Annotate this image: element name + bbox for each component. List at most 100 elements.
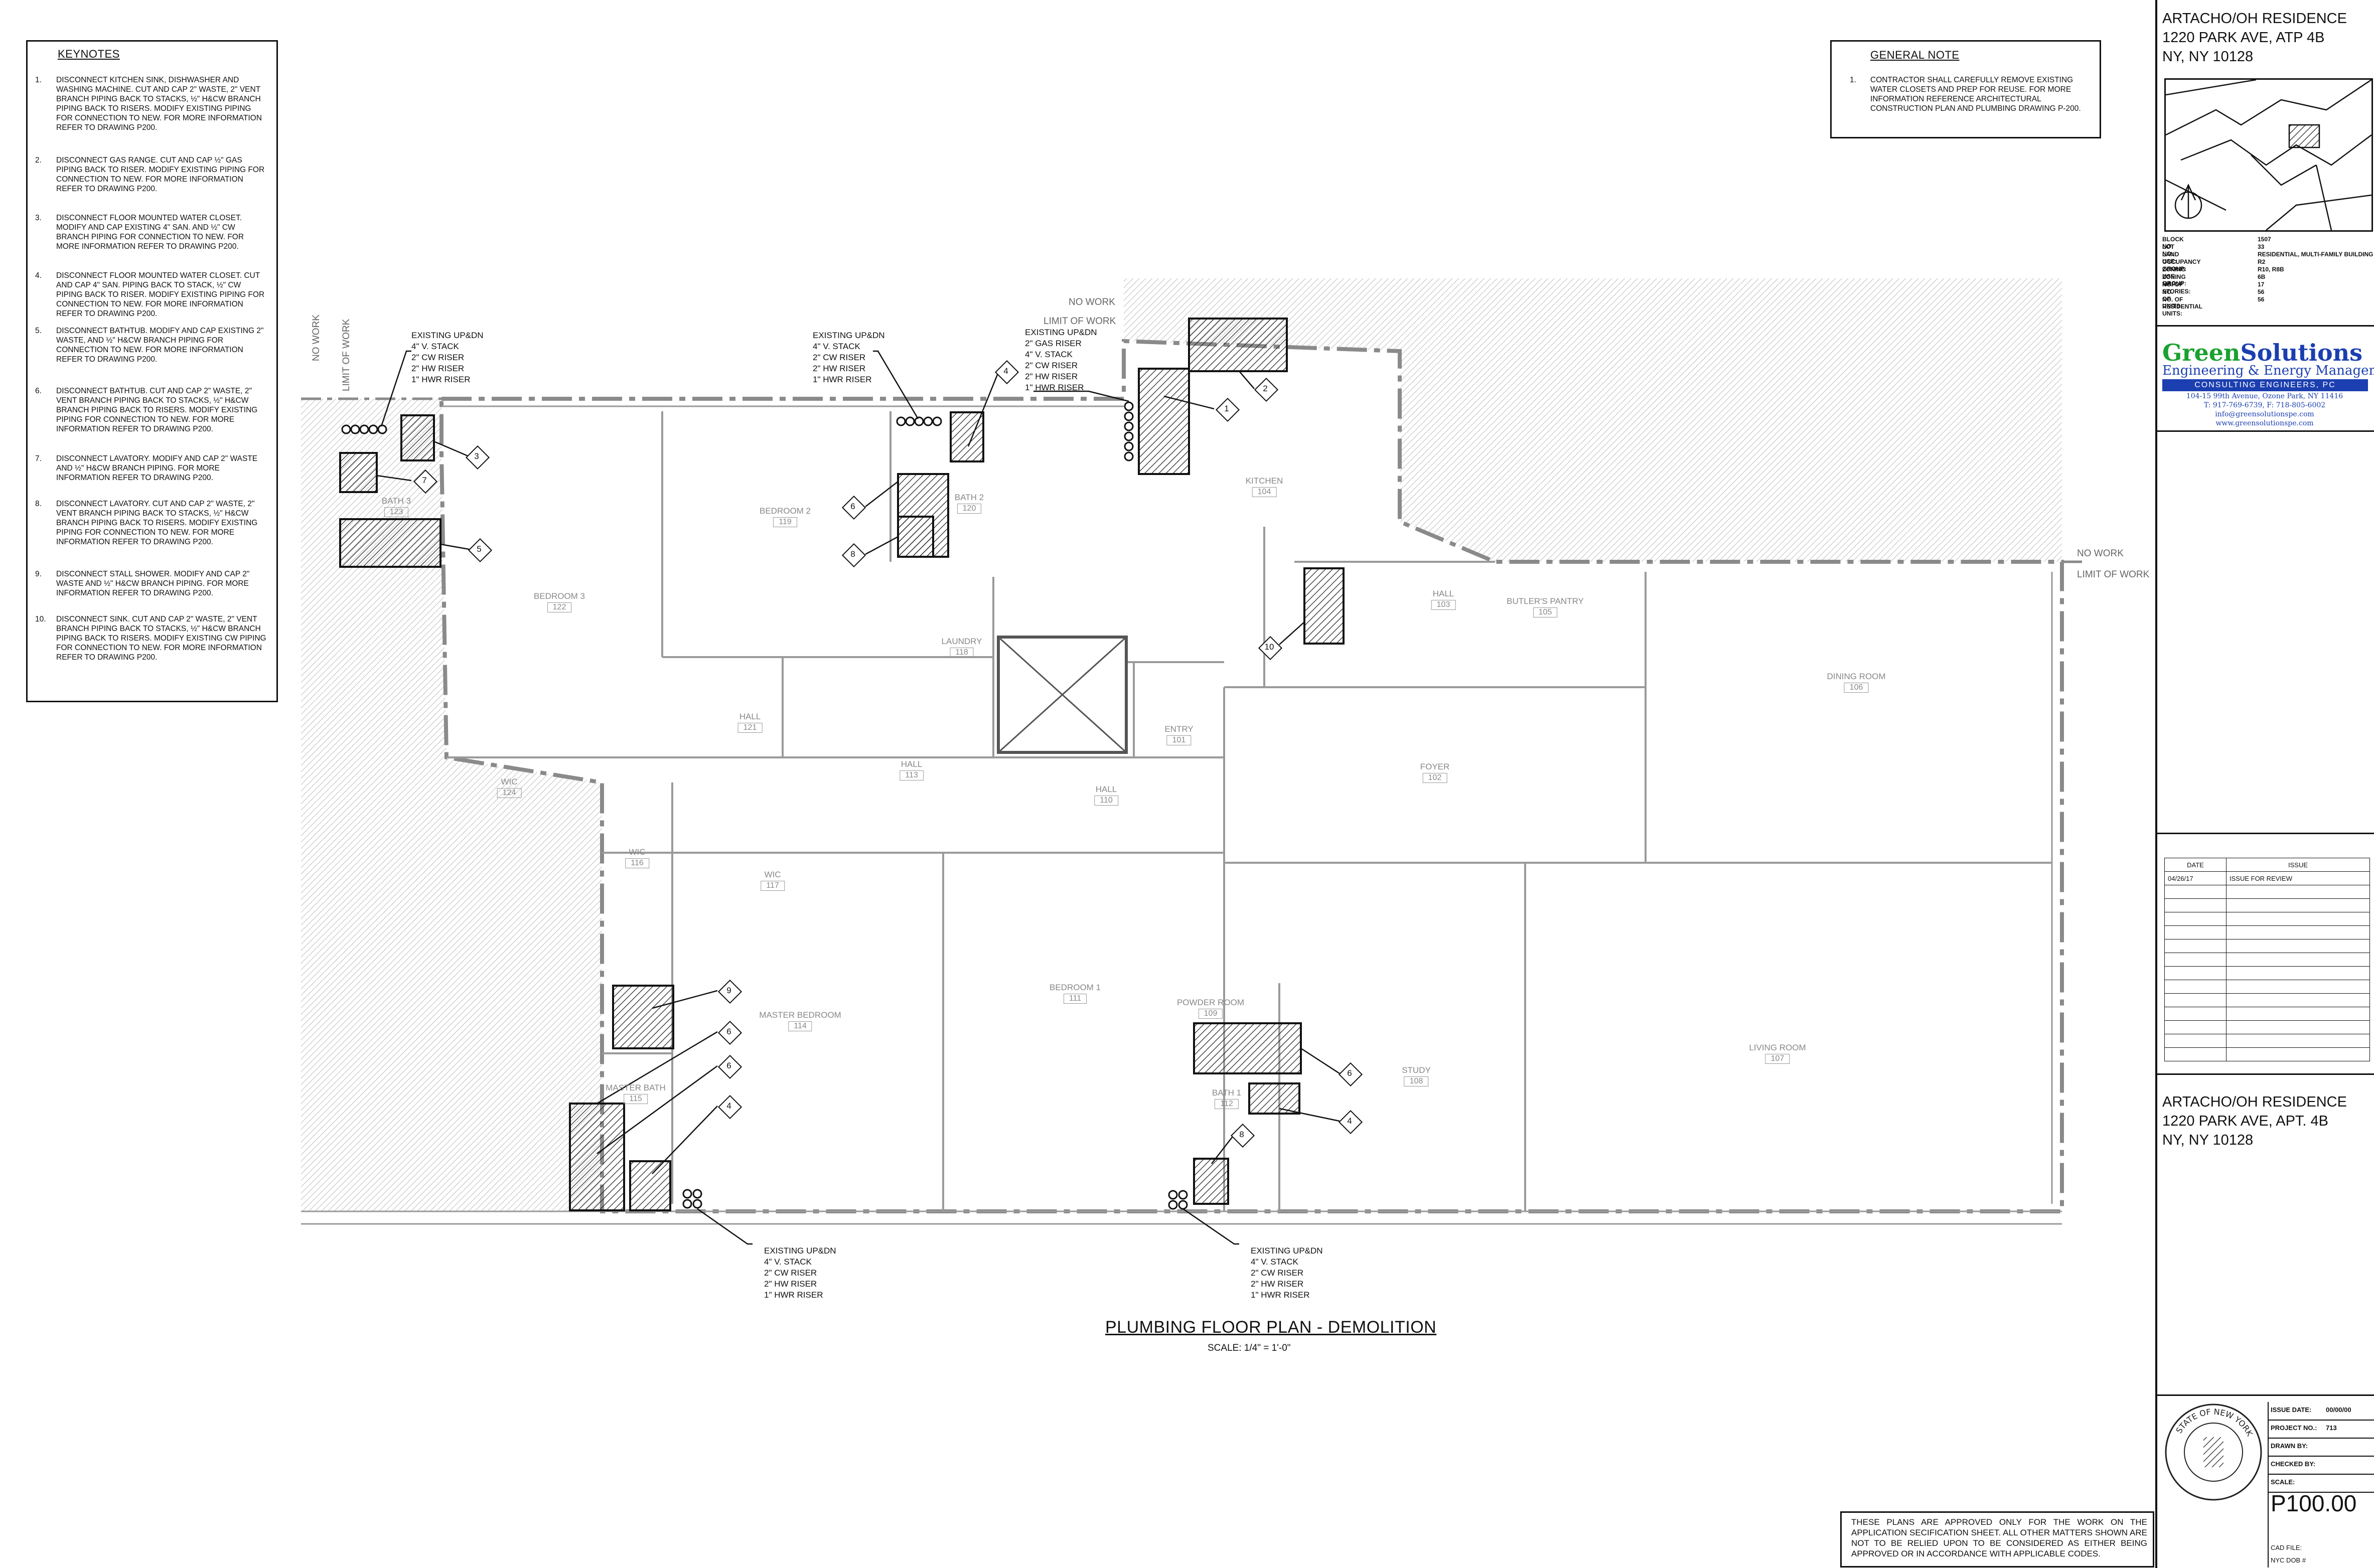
callout-number: 4 [1003,366,1008,376]
nyc-dob-label: NYC DOB # [2271,1556,2306,1564]
issue-row [2164,966,2370,980]
room-name: WIC [764,870,781,879]
address-line: NY, NY 10128 [2162,49,2254,65]
demo-fixture [569,1103,625,1211]
demo-fixture [1193,1158,1229,1205]
room-number: 104 [1252,487,1277,497]
room-name: BEDROOM 3 [533,591,585,601]
limit-of-work-label-top: LIMIT OF WORK [1044,316,1116,327]
keynote-callout: 9 [717,979,743,1004]
seal-text: STATE OF NEW YORK [2174,1407,2255,1438]
general-note-number: 1. [1850,76,1856,84]
issue-row [2164,925,2370,939]
keynote-number: 10. [35,615,46,623]
keynote-callout: 8 [1230,1123,1255,1148]
issue-cell [2164,939,2227,953]
callout-number: 9 [726,986,731,995]
room-name: WIC [501,777,518,787]
issue-cell [2226,925,2370,939]
callout-number: 1 [1224,404,1229,413]
issue-cell [2226,885,2370,899]
keynote-text: DISCONNECT GAS RANGE. CUT AND CAP ½" GAS… [56,156,265,193]
firm-band: CONSULTING ENGINEERS, PC [2162,379,2368,391]
issue-cell [2226,898,2370,912]
issue-row [2164,993,2370,1007]
demo-fixture [612,985,674,1049]
room-name: HALL [739,712,761,721]
room-number: 123 [384,507,409,517]
cad-file-label: CAD FILE: [2271,1544,2302,1551]
limit-of-work-label-right: LIMIT OF WORK [2077,569,2150,580]
demo-fixture [1303,567,1345,645]
riser-tag-top-mid: EXISTING UP&DN 4" V. STACK 2" CW RISER 2… [813,331,885,384]
keynotes-box [26,40,278,702]
keynote-callout: 4 [717,1094,743,1120]
address-line: NY, NY 10128 [2162,1132,2254,1148]
demo-fixture [1138,368,1190,475]
issue-header: ISSUE [2226,858,2370,872]
issue-cell [2226,966,2370,980]
issue-cell [2164,953,2227,967]
firm-address: 104-15 99th Avenue, Ozone Park, NY 11416 [2186,392,2343,400]
sheet-number: P100.00 [2271,1490,2357,1516]
firm-name-a: Green [2162,339,2241,366]
plan-scale: SCALE: 1/4" = 1'-0" [1208,1343,1291,1353]
keynote-text: DISCONNECT BATHTUB. MODIFY AND CAP EXIST… [56,327,264,364]
issue-cell [2226,1034,2370,1048]
firm-name-b: Solutions [2240,339,2363,366]
zoning-value: R2 [2258,258,2266,265]
issue-row [2164,1047,2370,1061]
issue-cell: ISSUE FOR REVIEW [2226,871,2370,885]
issue-cell [2164,885,2227,899]
issue-cell [2226,939,2370,953]
demo-fixture [1248,1082,1300,1115]
info-box [2268,1402,2374,1567]
zoning-value: 17 [2258,281,2265,288]
zoning-value: 56 [2258,296,2265,303]
zoning-value: 56 [2258,288,2265,295]
room-name: POWDER ROOM [1176,998,1245,1007]
room-number: 113 [900,770,924,780]
room-number: 102 [1422,773,1447,783]
zoning-label: LOT NO: [2162,243,2174,257]
room-name: HALL [1095,785,1117,794]
issue-cell [2226,953,2370,967]
info-label: SCALE: [2271,1478,2295,1486]
callout-number: 4 [1347,1116,1352,1126]
room-number: 114 [788,1021,812,1031]
keynote-text: DISCONNECT FLOOR MOUNTED WATER CLOSET. M… [56,214,244,251]
svg-text:STATE OF NEW YORK: STATE OF NEW YORK [2174,1407,2255,1438]
demo-fixture [897,516,934,558]
room-number: 121 [737,723,763,733]
keynote-text: DISCONNECT FLOOR MOUNTED WATER CLOSET. C… [56,271,265,318]
issue-row [2164,980,2370,994]
zoning-label: ZONING USE GROUP: [2162,266,2186,287]
room-number: 115 [624,1094,648,1104]
zoning-label: NO. OF RESIDENTIAL UNITS: [2162,296,2202,317]
no-work-area-left [301,399,602,1211]
room-label-hall121: HALL 121 [737,712,763,733]
keynote-number: 9. [35,570,42,578]
info-value: 00/00/00 [2326,1406,2351,1414]
issue-cell [2164,966,2227,980]
zoning-value: 33 [2258,243,2265,250]
keynote-callout: 7 [413,469,438,494]
demo-fixture [339,518,441,568]
zoning-label: BLOCK NO: [2162,236,2184,250]
general-note-text: CONTRACTOR SHALL CAREFULLY REMOVE EXISTI… [1870,76,2081,113]
callout-number: 7 [422,476,427,485]
room-name: FOYER [1420,762,1450,771]
issue-cell [2164,1034,2227,1048]
room-number: 120 [957,504,982,514]
keynote-text: DISCONNECT BATHTUB. CUT AND CAP 2" WASTE… [56,387,258,433]
issue-cell [2226,1047,2370,1061]
room-name: KITCHEN [1245,476,1283,486]
